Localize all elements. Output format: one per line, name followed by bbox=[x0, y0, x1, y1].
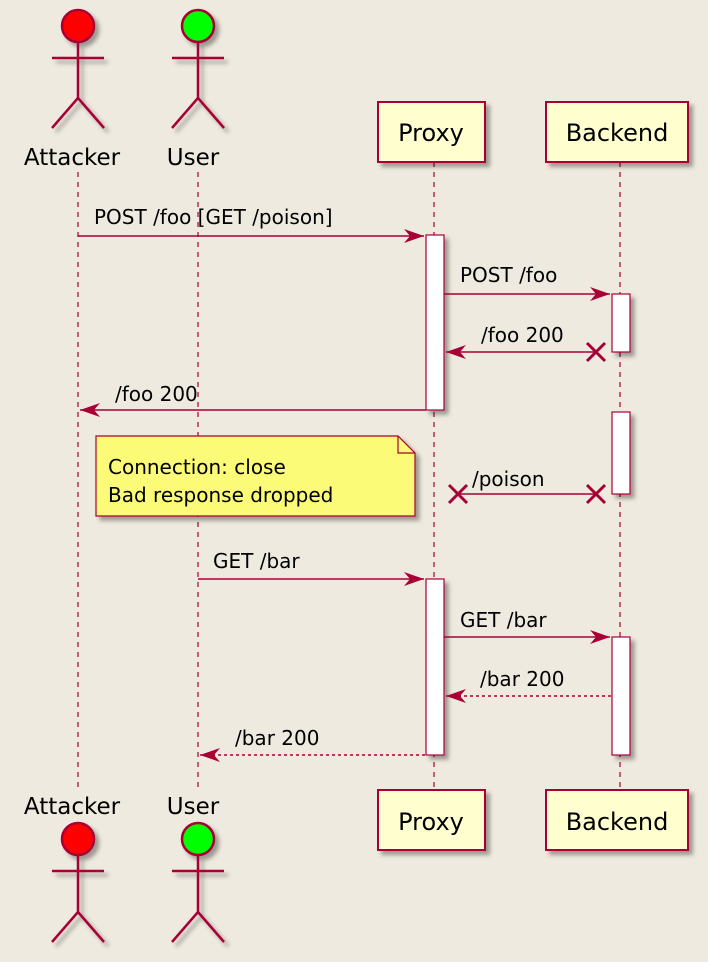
message-post-foo: POST /foo bbox=[444, 263, 610, 301]
arrowhead bbox=[404, 572, 424, 586]
actor-head bbox=[180, 821, 216, 857]
message-label: /poison bbox=[472, 467, 545, 491]
activation-backend-2 bbox=[611, 411, 631, 495]
actor-attacker-bottom bbox=[51, 821, 105, 943]
participant-backend-top-label: Backend bbox=[566, 119, 669, 147]
message-foo-200-attacker: /foo 200 bbox=[80, 382, 426, 417]
activations bbox=[425, 234, 631, 756]
arrowhead bbox=[590, 630, 610, 644]
actor-body bbox=[171, 855, 225, 943]
message-foo-200-backend: /foo 200 bbox=[446, 323, 607, 363]
participant-proxy-bottom-label: Proxy bbox=[398, 808, 464, 836]
lost-x-marker bbox=[585, 341, 607, 363]
message-poison: /poison bbox=[447, 467, 607, 505]
message-label: /bar 200 bbox=[480, 667, 564, 691]
arrowhead bbox=[200, 748, 220, 762]
message-label: POST /foo [GET /poison] bbox=[94, 205, 333, 229]
participant-backend-bottom bbox=[545, 789, 689, 851]
arrowhead bbox=[446, 689, 466, 703]
actor-body bbox=[51, 855, 105, 943]
message-get-bar-proxy: GET /bar bbox=[444, 608, 610, 644]
actor-user-bottom bbox=[171, 821, 225, 943]
message-bar-200-user: /bar 200 bbox=[200, 726, 426, 762]
arrowhead bbox=[404, 229, 424, 243]
actor-attacker-bottom-label: Attacker bbox=[24, 794, 121, 820]
message-label: GET /bar bbox=[460, 608, 547, 632]
arrowhead bbox=[446, 345, 466, 359]
participant-backend-bottom-label: Backend bbox=[566, 808, 669, 836]
participant-proxy-top bbox=[377, 101, 486, 163]
participant-backend-top bbox=[545, 101, 689, 163]
actor-head bbox=[60, 8, 96, 44]
participant-proxy-bottom bbox=[377, 789, 486, 851]
actor-user-bottom-label: User bbox=[167, 794, 220, 820]
actor-user-top bbox=[171, 8, 225, 129]
arrowhead bbox=[80, 403, 100, 417]
actor-head bbox=[60, 821, 96, 857]
message-label: GET /bar bbox=[213, 549, 300, 573]
actor-body bbox=[51, 42, 105, 129]
message-label: POST /foo bbox=[460, 263, 557, 287]
actor-head bbox=[180, 8, 216, 44]
actor-attacker-top bbox=[51, 8, 105, 129]
note-line-2: Bad response dropped bbox=[108, 483, 333, 507]
activation-proxy-1 bbox=[425, 234, 445, 411]
actor-attacker-top-label: Attacker bbox=[24, 145, 121, 171]
message-bar-200-backend: /bar 200 bbox=[446, 667, 612, 703]
actor-user-top-label: User bbox=[167, 145, 220, 171]
activation-backend-1 bbox=[611, 293, 631, 353]
actor-body bbox=[171, 42, 225, 129]
activation-backend-3 bbox=[611, 636, 631, 756]
note-line-1: Connection: close bbox=[108, 455, 286, 479]
message-get-bar-user: GET /bar bbox=[198, 549, 424, 586]
arrowhead bbox=[590, 287, 610, 301]
lost-x-marker bbox=[447, 483, 607, 505]
message-post-foo-poison: POST /foo [GET /poison] bbox=[78, 205, 424, 243]
activation-proxy-2 bbox=[425, 578, 445, 756]
message-label: /foo 200 bbox=[115, 382, 198, 406]
participant-proxy-top-label: Proxy bbox=[398, 119, 464, 147]
message-label: /bar 200 bbox=[235, 726, 319, 750]
note-connection-close bbox=[95, 435, 416, 517]
message-label: /foo 200 bbox=[481, 323, 564, 347]
